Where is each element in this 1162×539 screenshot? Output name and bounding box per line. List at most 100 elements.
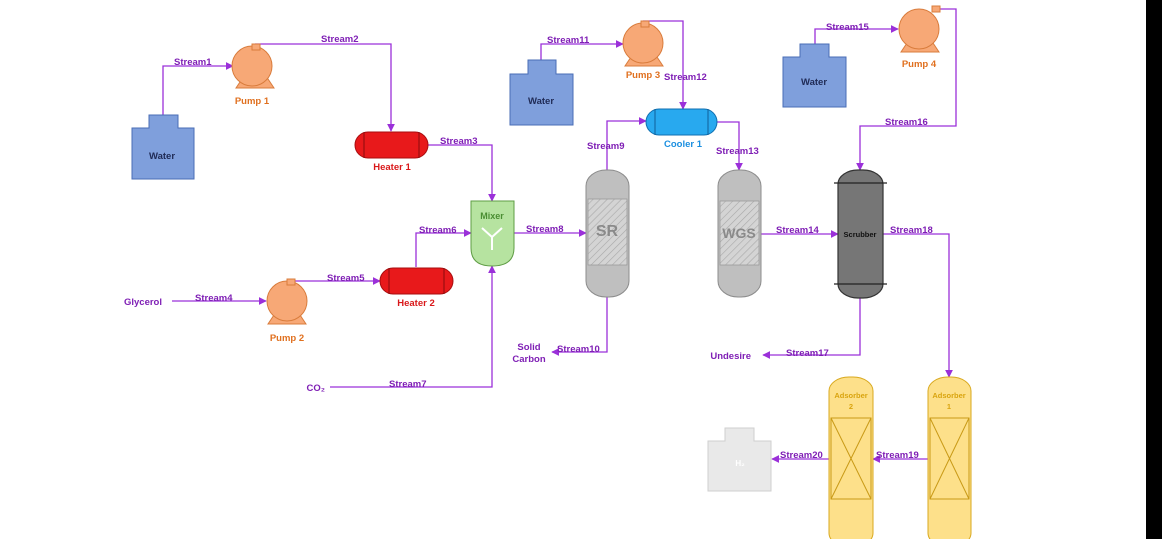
adsorber-2-bed-cross [830, 417, 872, 500]
mixer-label: Mixer [480, 211, 504, 221]
heater-2-label: Heater 2 [397, 298, 435, 309]
heater-2: Heater 2 [379, 267, 454, 309]
undesire-label: Undesire [710, 351, 751, 362]
stream-label-8: Stream8 [526, 224, 564, 235]
pump-4-outlet [931, 5, 941, 13]
adsorber-1-label-line1: Adsorber [932, 391, 965, 400]
adsorber-1-label-line2: 1 [947, 402, 951, 411]
adsorber-1: Adsorber 1 [927, 376, 972, 539]
mixer-body [470, 200, 515, 267]
cooler-1-body [645, 108, 718, 136]
pipe-stream18 [883, 233, 953, 378]
pump-3-body [622, 22, 664, 64]
adsorber-2: Adsorber 2 [828, 376, 874, 539]
adsorber-2-label-line1: Adsorber [834, 391, 867, 400]
solid-carbon-label-line1: Solid [517, 342, 540, 353]
pipe-stream9 [606, 117, 647, 170]
adsorber-2-bed [830, 417, 872, 500]
stream-label-16: Stream16 [885, 117, 928, 128]
pipe-stream12 [643, 20, 687, 110]
adsorber-1-bed [929, 417, 970, 500]
stream-label-12: Stream12 [664, 72, 707, 83]
pipe-stream10 [551, 297, 608, 356]
pump-2-outlet [286, 278, 296, 286]
water-tank-1-shape [131, 114, 195, 180]
water-tank-1-label: Water [149, 151, 175, 162]
stream-label-9: Stream9 [587, 141, 625, 152]
pipe-stream1 [162, 62, 234, 115]
pipe-stream16 [856, 8, 957, 171]
pump-3-label: Pump 3 [626, 70, 660, 81]
stream-label-2: Stream2 [321, 34, 359, 45]
stream-label-20: Stream20 [780, 450, 823, 461]
stream-label-7: Stream7 [389, 379, 427, 390]
pipes [162, 8, 957, 463]
pipe-stream15 [814, 25, 899, 44]
glycerol-label: Glycerol [124, 297, 162, 308]
stream-label-4: Stream4 [195, 293, 233, 304]
water-tank-3-shape [782, 43, 847, 108]
h2-tank: H₂ [707, 427, 772, 492]
stream-label-13: Stream13 [716, 146, 759, 157]
pipe-stream6 [415, 229, 472, 267]
stream-label-19: Stream19 [876, 450, 919, 461]
heater-1-body [354, 131, 429, 159]
water-tank-2-shape [509, 59, 574, 126]
cooler-1: Cooler 1 [645, 108, 718, 150]
stream-label-11: Stream11 [547, 35, 590, 46]
scrubber: Scrubber [834, 169, 887, 299]
pipe-stream13 [717, 121, 743, 171]
water-tank-3-label: Water [801, 77, 827, 88]
pump-2-label: Pump 2 [270, 333, 304, 344]
pipe-stream17 [762, 298, 861, 359]
h2-tank-shape [707, 427, 772, 492]
h2-tank-label: H₂ [735, 459, 745, 468]
pump-3-outlet [640, 20, 650, 28]
water-tank-2: Water [509, 59, 574, 126]
right-edge-bar [1146, 0, 1162, 539]
co2-label: CO₂ [307, 383, 325, 394]
pump-3: Pump 3 [622, 20, 664, 81]
solid-carbon-label-line2: Carbon [512, 354, 545, 365]
mixer-agitator [481, 227, 503, 250]
water-tank-2-label: Water [528, 96, 554, 107]
stream-label-6: Stream6 [419, 225, 457, 236]
stream-label-14: Stream14 [776, 225, 819, 236]
pipe-stream11 [540, 40, 624, 60]
heater-1: Heater 1 [354, 131, 429, 173]
pump-1-label: Pump 1 [235, 96, 270, 107]
mixer: Mixer [470, 200, 515, 267]
wgs-reactor-label: WGS [722, 225, 755, 241]
stream-label-17: Stream17 [786, 348, 829, 359]
stream-label-1: Stream1 [174, 57, 212, 68]
wgs-reactor: WGS [717, 169, 762, 298]
endpoint-labels: Glycerol CO₂ Solid Carbon Undesire [124, 297, 751, 394]
stream-label-10: Stream10 [557, 344, 600, 355]
stream-label-18: Stream18 [890, 225, 933, 236]
heater-1-label: Heater 1 [373, 162, 411, 173]
wgs-reactor-packing [719, 200, 760, 266]
pump-1: Pump 1 [231, 43, 275, 107]
stream-labels: Stream1 Stream2 Stream3 Stream4 Stream5 … [174, 22, 933, 461]
stream-label-3: Stream3 [440, 136, 478, 147]
pipe-stream2 [255, 43, 395, 132]
adsorber-1-bed-cross [929, 417, 970, 500]
heater-2-body [379, 267, 454, 295]
pump-4-label: Pump 4 [902, 59, 937, 70]
cooler-1-label: Cooler 1 [664, 139, 703, 150]
stream-label-15: Stream15 [826, 22, 869, 33]
sr-reactor-label: SR [596, 223, 619, 240]
pump-4-body [898, 8, 940, 50]
pipe-stream3 [428, 144, 496, 202]
pump-4: Pump 4 [898, 5, 941, 70]
pipe-stream7 [330, 265, 496, 388]
scrubber-body [837, 169, 884, 299]
sr-reactor-packing [587, 198, 628, 266]
scrubber-label: Scrubber [844, 230, 877, 239]
pump-2-body [266, 280, 308, 322]
stream-label-5: Stream5 [327, 273, 365, 284]
pump-2: Pump 2 [266, 278, 308, 344]
pump-1-body [231, 45, 273, 87]
